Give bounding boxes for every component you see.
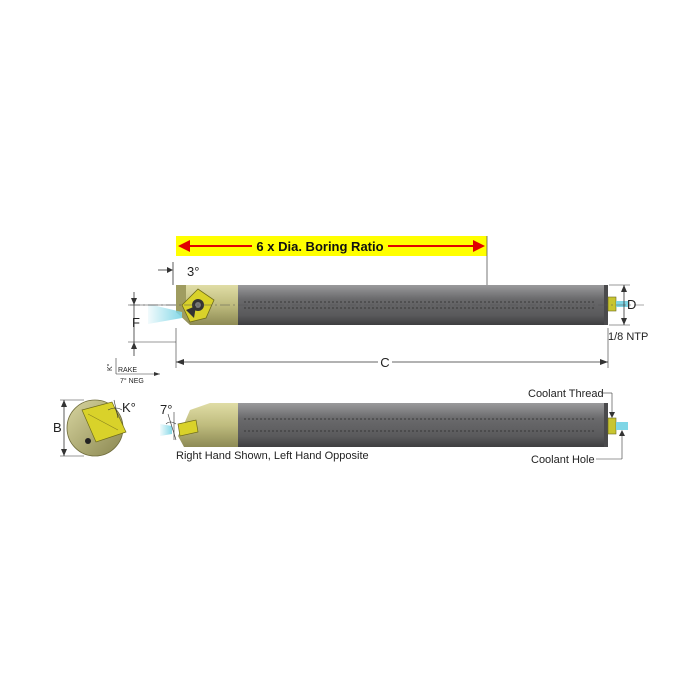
height-b-label: B: [53, 420, 62, 435]
top-coolant-spray: [148, 304, 182, 324]
end-view-insert: [81, 401, 127, 443]
top-angle-annotation: 3°: [158, 262, 199, 285]
end-view: B K°: [53, 399, 136, 457]
offset-f-label: F: [132, 315, 140, 330]
lead-angle-k-label: K°: [122, 400, 136, 415]
coolant-hole-label: Coolant Hole: [531, 454, 595, 466]
offset-f-annotation: F: [128, 292, 176, 356]
rake-label: RAKE: [118, 367, 137, 374]
coolant-callouts: Coolant Thread Coolant Hole: [528, 388, 625, 466]
hand-note: Right Hand Shown, Left Hand Opposite: [176, 450, 369, 462]
side-shank: [238, 403, 608, 447]
diameter-d-annotation: D 1/8 NTP: [608, 284, 648, 343]
thread-ntp-label: 1/8 NTP: [608, 331, 648, 343]
side-insert: [177, 419, 199, 437]
length-c-label: C: [380, 355, 389, 370]
diameter-d-label: D: [627, 297, 636, 312]
side-coolant-spray: [160, 424, 172, 436]
top-angle-label: 3°: [187, 264, 199, 279]
side-head: [178, 403, 238, 447]
banner-label: 6 x Dia. Boring Ratio: [256, 239, 383, 254]
side-angle-annotation: 7°: [160, 402, 177, 441]
side-coolant-fitting: [607, 417, 617, 435]
side-angle-label: 7°: [160, 402, 172, 417]
top-view-bar: [130, 285, 644, 325]
banner-arrow-left: [178, 240, 190, 252]
coolant-thread-label: Coolant Thread: [528, 388, 604, 400]
boring-ratio-banner: 6 x Dia. Boring Ratio: [176, 236, 488, 286]
banner-arrow-right: [473, 240, 485, 252]
neg-label: 7° NEG: [120, 377, 144, 385]
end-view-coolant-hole: [85, 438, 91, 444]
top-coolant-fitting: [607, 296, 617, 312]
rake-annotation: K° RAKE 7° NEG: [106, 358, 160, 385]
side-view-bar: [160, 403, 628, 447]
length-c-annotation: C: [175, 328, 609, 370]
rake-k-label: K°: [106, 363, 114, 371]
